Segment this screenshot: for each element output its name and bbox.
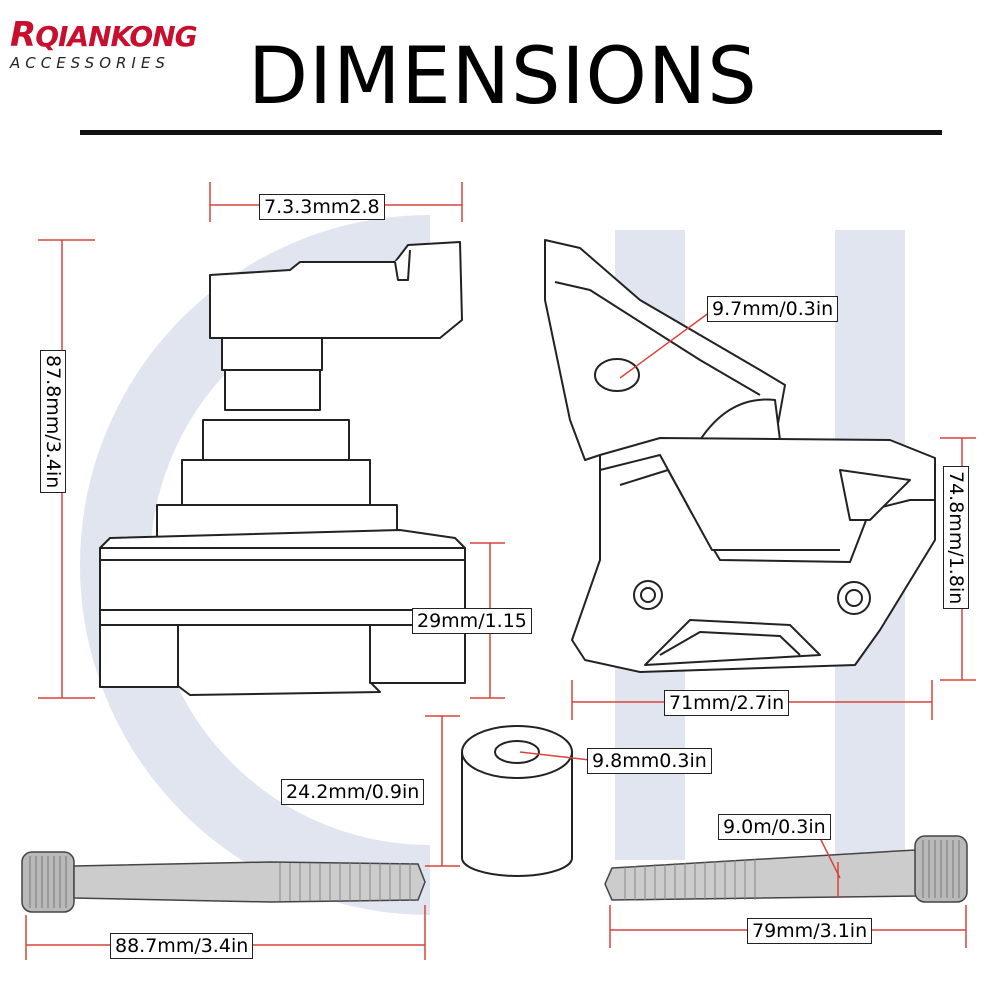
long-bolt [21,851,426,913]
label-top-width: 7.3.3mm2.8 [259,194,385,220]
short-bolt [604,835,968,903]
label-base-height: 29mm/1.15 [412,608,532,634]
title-underline [80,130,942,135]
label-hole-diameter: 9.7mm/0.3in [707,296,839,322]
slider-side-view [99,241,466,696]
label-right-width: 71mm/2.7in [664,690,790,716]
brand-initial: R [10,15,36,55]
label-long-bolt-length: 88.7mm/3.4in [110,933,254,959]
label-short-bolt-length: 79mm/3.1in [747,918,873,944]
brand-name-rest: QIANKONG [35,20,197,53]
brand-subtitle: ACCESSORIES [10,54,170,72]
label-spacer-diameter: 9.8mm0.3in [587,748,712,774]
page-title: DIMENSIONS [248,32,758,122]
brand-name: RQIANKONG [10,15,198,55]
label-right-height: 74.8mm/1.8in [943,466,969,610]
spacer [461,725,573,877]
label-left-height: 87.8mm/3.4in [40,350,66,494]
slider-perspective-view [544,239,936,673]
label-short-bolt-diameter: 9.0m/0.3in [718,814,831,840]
label-spacer-height: 24.2mm/0.9in [281,779,425,805]
brand-logo: RQIANKONG ACCESSORIES [10,15,198,72]
